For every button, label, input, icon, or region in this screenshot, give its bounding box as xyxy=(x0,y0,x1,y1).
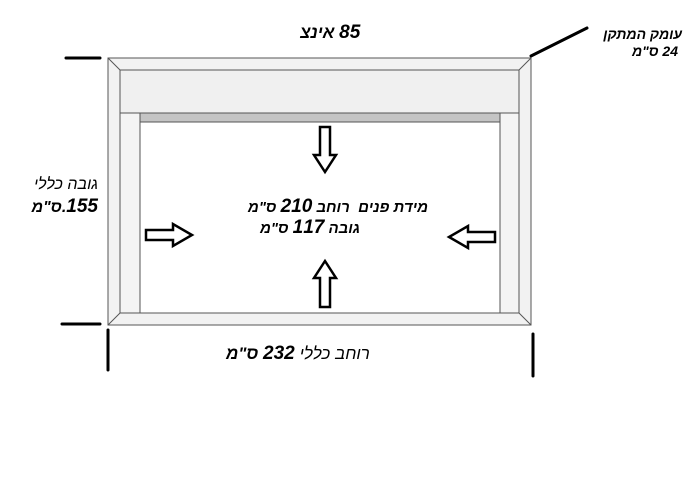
left-rail xyxy=(119,112,141,314)
inner-width-value: 210 xyxy=(280,196,313,217)
inner-title: מידת פנים xyxy=(358,199,428,216)
top-unit: אינצ xyxy=(300,23,335,42)
arrow-down-icon xyxy=(311,125,339,175)
width-unit: ס"מ xyxy=(226,344,259,363)
width-value: 232 xyxy=(263,343,295,364)
arrow-right-icon xyxy=(144,221,195,249)
width-title: רוחב כללי xyxy=(299,344,370,363)
inner-width-line: מידת פנים רוחב 210 ס"מ xyxy=(248,196,428,218)
height-number: 155 xyxy=(66,196,98,217)
inner-width-unit: ס"מ xyxy=(247,199,277,216)
top-value: 85 xyxy=(339,22,361,43)
depth-title: עומק המתקן xyxy=(603,26,682,42)
top-label: 85 אינצ xyxy=(300,22,360,44)
depth-value: 24 ס"מ xyxy=(632,43,678,59)
depth-leader-line xyxy=(529,26,589,58)
depth-number: 24 xyxy=(662,43,678,59)
inner-height-label: גובה xyxy=(328,220,360,237)
height-value: 155.ס"מ xyxy=(31,196,98,218)
width-label: רוחב כללי 232 ס"מ xyxy=(226,343,370,365)
arrow-left-icon xyxy=(446,223,497,251)
inner-height-unit: ס"מ xyxy=(260,220,289,237)
inner-width-label: רוחב xyxy=(316,199,350,216)
height-title: גובה כללי xyxy=(33,176,98,193)
shutter-box xyxy=(119,69,520,114)
inner-height-line: גובה 117 ס"מ xyxy=(260,217,360,239)
depth-unit: ס"מ xyxy=(631,43,659,59)
height-unit: .ס"מ xyxy=(31,199,67,216)
shutter-slat xyxy=(139,112,501,123)
inner-height-value: 117 xyxy=(292,217,325,238)
right-rail xyxy=(499,112,520,314)
arrow-up-icon xyxy=(311,258,339,309)
